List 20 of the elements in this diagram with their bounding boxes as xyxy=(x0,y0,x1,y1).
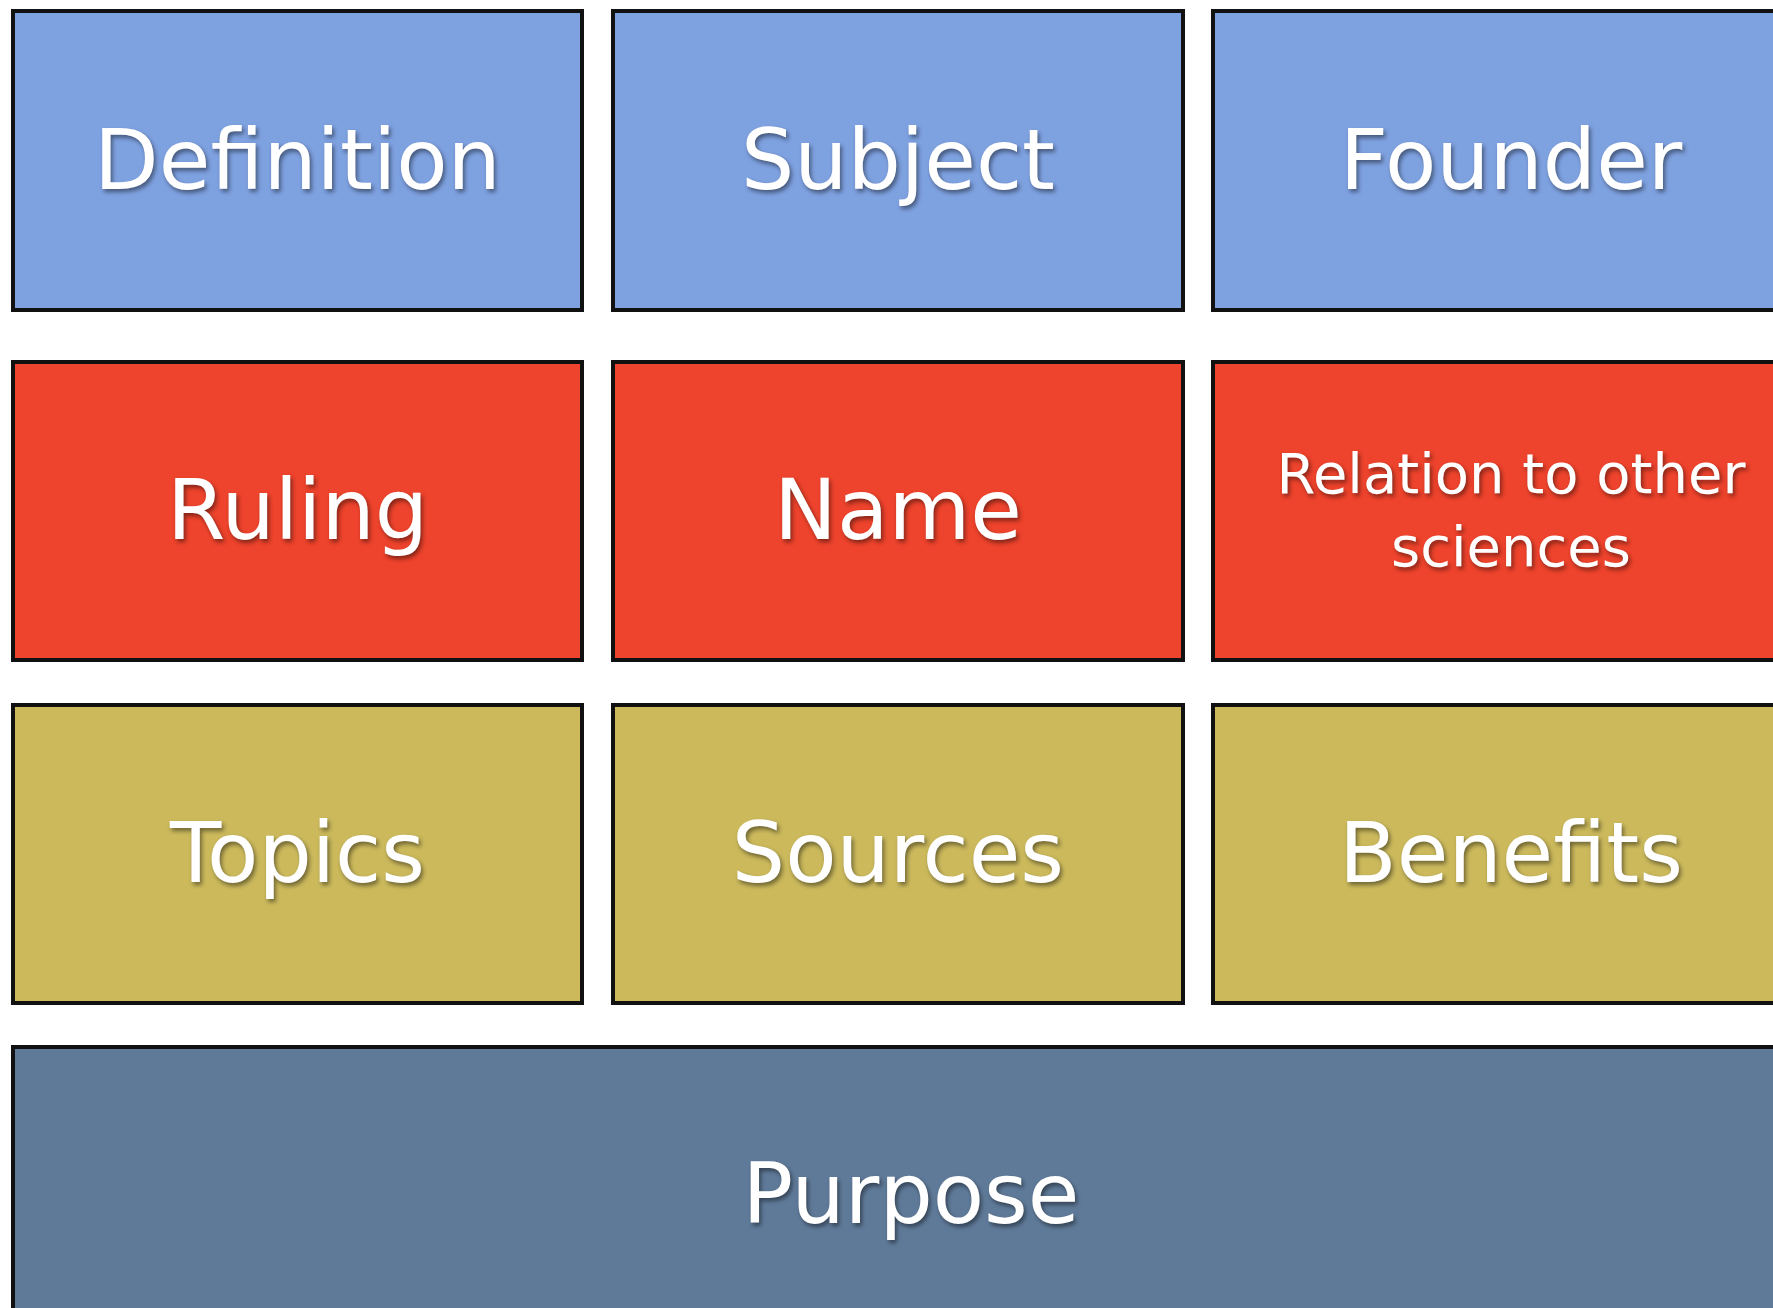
box-label: Purpose xyxy=(742,1144,1080,1246)
box-label: Definition xyxy=(94,109,501,211)
box-label: Topics xyxy=(169,803,425,905)
topic-box xyxy=(1211,360,1773,662)
topic-box xyxy=(11,703,584,1005)
box-label: Name xyxy=(774,460,1022,562)
box-label: Ruling xyxy=(166,460,429,562)
topic-box xyxy=(11,1045,1773,1308)
topic-box xyxy=(1211,703,1773,1005)
topic-box xyxy=(11,9,584,312)
box-label: Subject xyxy=(741,109,1055,211)
box-label: Relation to other sciences xyxy=(1275,440,1747,581)
topic-box xyxy=(611,703,1185,1005)
topic-box xyxy=(611,9,1185,312)
topic-box xyxy=(11,360,584,662)
box-label: Founder xyxy=(1339,109,1683,211)
box-label: Sources xyxy=(731,803,1065,905)
topic-box xyxy=(1211,9,1773,312)
box-label: Benefits xyxy=(1339,803,1683,905)
topic-box xyxy=(611,360,1185,662)
